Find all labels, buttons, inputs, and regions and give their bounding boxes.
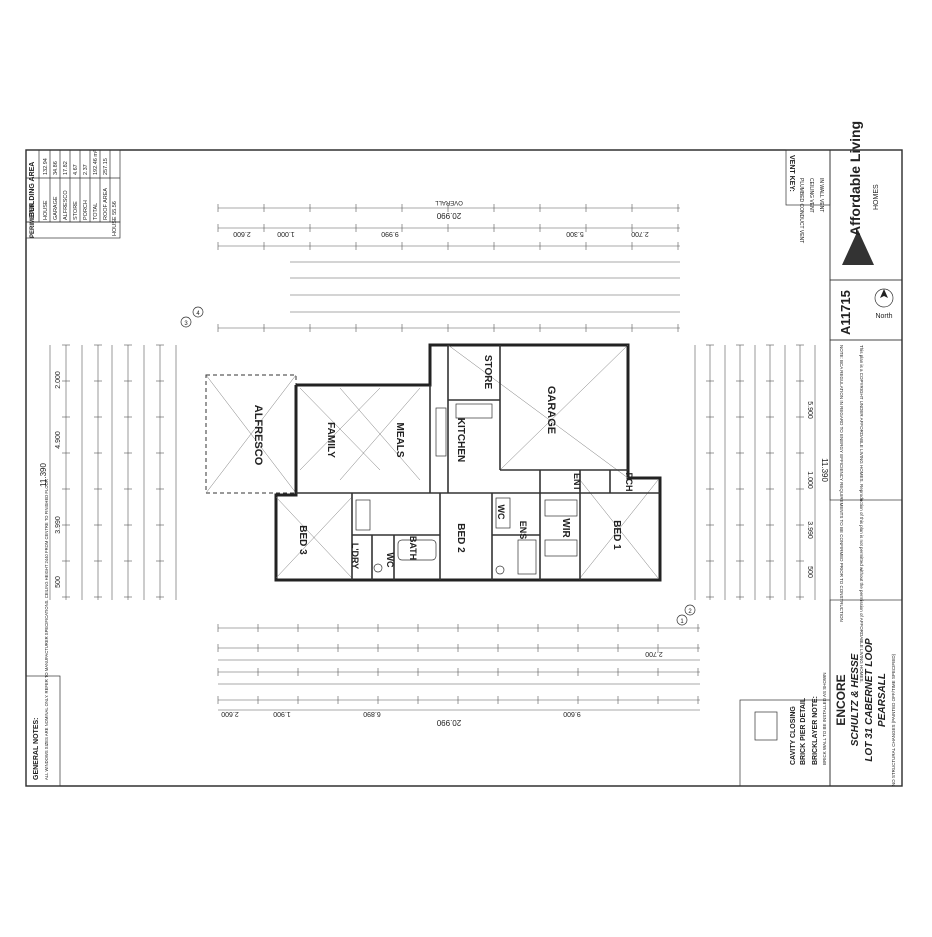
building-area-value: 17.82	[63, 161, 69, 175]
vent-key-item-3: IN WALL VENT	[818, 178, 824, 212]
top-seg-3: 9.990	[381, 230, 399, 237]
vent-key-title: VENT KEY:	[788, 155, 795, 192]
bricklayer-note-title: BRICKLAYER NOTE:	[812, 696, 819, 765]
building-area-label: TOTAL	[93, 203, 99, 220]
building-area-label: PORCH	[83, 200, 89, 220]
room-wc2: WC	[496, 505, 506, 520]
room-wc: WC	[385, 553, 395, 568]
room-bath: BATH	[408, 536, 418, 560]
building-area-value: 2.37	[83, 164, 89, 175]
top-dimensions: 20.990 OVERALL 2.600 1.000 9.990 5.300 2…	[217, 199, 680, 332]
copyright-note: This plan is a COPYRIGHT UNDER AFFORDABL…	[859, 345, 864, 683]
room-bed2: BED 2	[455, 523, 466, 553]
right-title-block: VENT KEY: PLUMBED CONDUCT VENT CEILING V…	[785, 121, 903, 787]
building-area-label: ROOF AREA	[103, 188, 109, 220]
building-area-value: 192.46 m²	[93, 150, 99, 175]
right-overall-dim: 11.390	[820, 458, 829, 482]
room-wir: WIR	[560, 518, 571, 538]
company-name: Affordable Living	[847, 121, 863, 236]
building-area-value: 132.94	[43, 158, 49, 175]
left-overall-dim: 11.390	[39, 463, 48, 487]
floor-plan: ALFRESCO FAMILY MEALS KITCHEN STORE GARA…	[205, 343, 662, 582]
left-seg-2: 4.900	[55, 431, 62, 449]
bottom-seg-2: 1.900	[273, 710, 291, 717]
svg-text:4: 4	[196, 311, 200, 317]
left-dimensions: 11.390 2.000 4.900 3.990 500	[39, 344, 177, 600]
room-bed3: BED 3	[297, 525, 308, 555]
overall-top-label: OVERALL	[435, 199, 463, 205]
bricklayer-block: CAVITY CLOSING BRICK PIER DETAIL BRICKLA…	[739, 673, 831, 787]
bottom-dimensions: 20.990 2.600 1.900 6.890 9.600 2.700	[217, 624, 700, 727]
building-area-value: 4.67	[73, 164, 79, 175]
top-seg-1: 2.600	[233, 230, 251, 237]
client-name: SCHULTZ & HESSE	[850, 653, 861, 746]
svg-text:2: 2	[688, 609, 692, 615]
top-seg-5: 2.700	[631, 230, 649, 237]
room-family: FAMILY	[325, 422, 336, 458]
building-area-label: HOUSE	[43, 200, 49, 220]
perimeter-label: HOUSE 55.56	[112, 201, 118, 236]
cavity-closing-label: CAVITY CLOSING	[790, 706, 797, 765]
overall-top-dim: 20.990	[436, 211, 461, 220]
sheet-border	[25, 149, 903, 787]
company-sub: HOMES	[873, 184, 880, 210]
building-area-label: GARAGE	[53, 196, 59, 220]
building-area-value: 257.15	[103, 158, 109, 175]
job-number: A11715	[838, 290, 853, 335]
house-type: ENCORE	[834, 674, 848, 725]
room-ent: ENT	[572, 473, 582, 492]
room-ens: ENS	[518, 521, 528, 540]
company-logo-icon	[842, 230, 874, 265]
house-outline	[274, 343, 662, 582]
left-seg-3: 3.990	[55, 516, 62, 534]
top-seg-2: 1.000	[277, 230, 295, 237]
bricklayer-note-text: BRICK WALL TO BE INSTALLED AS SHOWN	[822, 673, 827, 765]
perimeter-title: PERIMETER	[30, 202, 36, 238]
room-kitchen: KITCHEN	[455, 418, 466, 462]
bottom-seg-3: 6.890	[363, 710, 381, 717]
right-seg-4: 500	[806, 566, 813, 578]
room-bed1: BED 1	[611, 520, 622, 550]
building-area-value: 34.86	[53, 161, 59, 175]
building-area-label: ALFRESCO	[63, 190, 69, 220]
room-pch: PCH	[624, 472, 634, 491]
section-marker-1-2: 1 2	[676, 604, 696, 626]
svg-text:3: 3	[184, 321, 188, 327]
room-ldry: L'DRY	[350, 543, 360, 569]
right-seg-3: 3.990	[806, 521, 813, 539]
svg-text:1: 1	[680, 619, 684, 625]
north-label: North	[875, 313, 892, 320]
brick-pier-icon	[754, 711, 778, 741]
bca-note: NOTE: BCA REGULATION IN REGARD TO ENERGY…	[839, 345, 844, 622]
general-notes-text: ALL WINDOWS SIZES ARE NOMINAL ONLY. REFE…	[44, 479, 49, 780]
bottom-row2-dim: 2.700	[645, 650, 663, 657]
room-meals: MEALS	[394, 423, 405, 458]
revision-note: NO STRUCTURAL CHANGES (PAINTED OFF/TIME …	[891, 653, 896, 786]
general-notes-title: GENERAL NOTES:	[33, 718, 40, 781]
overall-bottom-dim: 20.990	[436, 718, 461, 727]
suburb: PEARSALL	[877, 673, 888, 727]
top-seg-4: 5.300	[566, 230, 584, 237]
right-seg-2: 1.000	[806, 471, 813, 489]
right-dimensions: 11.390 5.900 1.000 3.990 500	[694, 344, 829, 600]
building-area-label: STORE	[73, 201, 79, 220]
room-garage: GARAGE	[545, 386, 557, 434]
building-area-title: BUILDING AREA	[29, 162, 36, 217]
right-seg-1: 5.900	[806, 401, 813, 419]
left-seg-1: 2.000	[55, 371, 62, 389]
left-seg-4: 500	[55, 576, 62, 588]
room-store: STORE	[482, 355, 493, 390]
general-notes: GENERAL NOTES: ALL WINDOWS SIZES ARE NOM…	[25, 479, 61, 787]
vent-key-item-1: PLUMBED CONDUCT VENT	[798, 178, 804, 243]
bottom-seg-1: 2.600	[221, 710, 239, 717]
room-alfresco: ALFRESCO	[252, 405, 264, 466]
vent-key-item-2: CEILING VENT	[808, 178, 814, 213]
brick-pier-label: BRICK PIER DETAIL	[800, 697, 807, 765]
lot-address: LOT 31 CABERNET LOOP	[864, 638, 875, 762]
bottom-seg-4: 9.600	[563, 710, 581, 717]
section-marker-3-4: 3 4	[180, 306, 204, 328]
